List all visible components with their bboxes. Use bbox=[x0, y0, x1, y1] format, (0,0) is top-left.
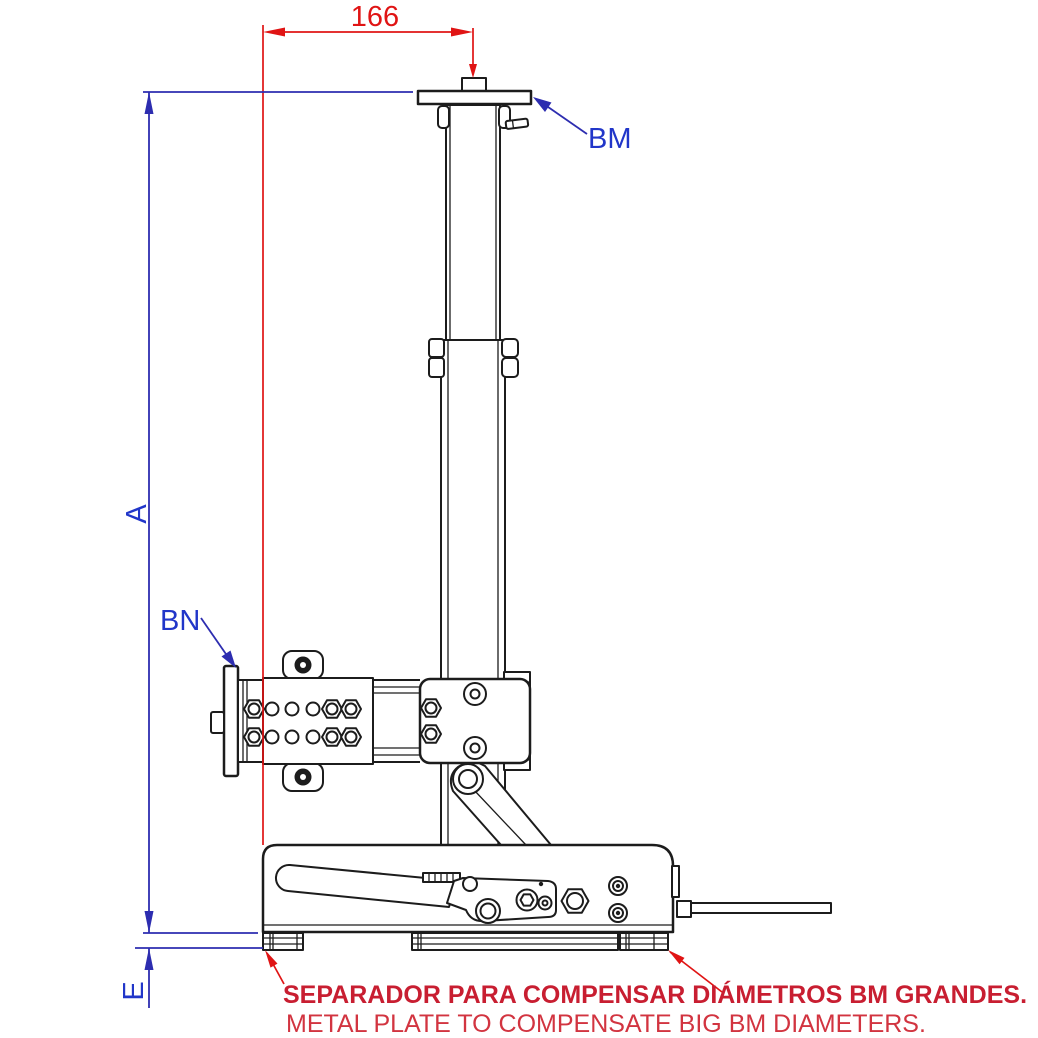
support-strut bbox=[449, 761, 552, 846]
label-BN: BN bbox=[160, 605, 236, 668]
hole-block bbox=[262, 677, 374, 765]
dimension-height-A: A bbox=[121, 91, 413, 934]
bn-clamp-assembly bbox=[210, 650, 420, 792]
arrowhead-up-icon bbox=[144, 948, 154, 970]
column-bracket bbox=[418, 671, 532, 771]
note-spanish: SEPARADOR PARA COMPENSAR DIÁMETROS BM GR… bbox=[283, 980, 1027, 1009]
dimension-foot-E: E bbox=[118, 947, 263, 1008]
rod-connector bbox=[676, 900, 692, 918]
arrowhead-icon bbox=[221, 650, 236, 668]
side-tab bbox=[671, 865, 680, 898]
bracket-screw-bottom bbox=[463, 736, 487, 760]
arrowhead-left-icon bbox=[265, 950, 278, 968]
separator-plate-middle bbox=[411, 932, 619, 951]
bn-front-stub bbox=[210, 711, 225, 734]
separator-callout: SEPARADOR PARA COMPENSAR DIÁMETROS BM GR… bbox=[265, 950, 1027, 1038]
bm-top-plate-assembly bbox=[416, 77, 533, 130]
lever-handle bbox=[275, 863, 458, 908]
top-cap bbox=[461, 77, 487, 92]
bracket-screw-top bbox=[463, 682, 487, 706]
left-clip bbox=[437, 105, 450, 129]
separator-plates bbox=[262, 932, 669, 951]
upper-column-tube bbox=[445, 104, 501, 341]
locking-pin bbox=[504, 117, 530, 130]
leader-line bbox=[200, 617, 229, 658]
extension-rod bbox=[690, 902, 832, 914]
arrowhead-left-icon bbox=[263, 27, 285, 37]
note-english: METAL PLATE TO COMPENSATE BIG BM DIAMETE… bbox=[286, 1010, 926, 1038]
spacer-block bbox=[237, 679, 264, 763]
bn-face-plate bbox=[222, 664, 240, 778]
arrowhead-right-icon bbox=[668, 950, 685, 965]
label-BN-text: BN bbox=[160, 605, 200, 637]
bn-adjustment-holes bbox=[264, 701, 321, 745]
top-plate bbox=[416, 89, 533, 106]
arrowhead-right-icon bbox=[451, 27, 473, 37]
dimension-A-label: A bbox=[121, 504, 153, 524]
label-BM-text: BM bbox=[588, 123, 632, 155]
arrowhead-up-icon bbox=[144, 92, 154, 114]
arrowhead-down-icon bbox=[469, 64, 477, 78]
dimension-E-label: E bbox=[118, 981, 150, 1000]
separator-plate-right bbox=[619, 932, 669, 951]
bracket-plate bbox=[418, 677, 532, 765]
label-BM: BM bbox=[533, 97, 632, 155]
arrowhead-icon bbox=[533, 97, 552, 112]
column-clamp-nuts bbox=[428, 338, 519, 378]
dimension-width-value: 166 bbox=[351, 1, 399, 33]
base-hardware bbox=[515, 876, 628, 923]
bn-hex-nuts bbox=[243, 699, 362, 747]
dimension-width: 166 bbox=[262, 1, 477, 845]
arrowhead-down-icon bbox=[144, 911, 154, 933]
